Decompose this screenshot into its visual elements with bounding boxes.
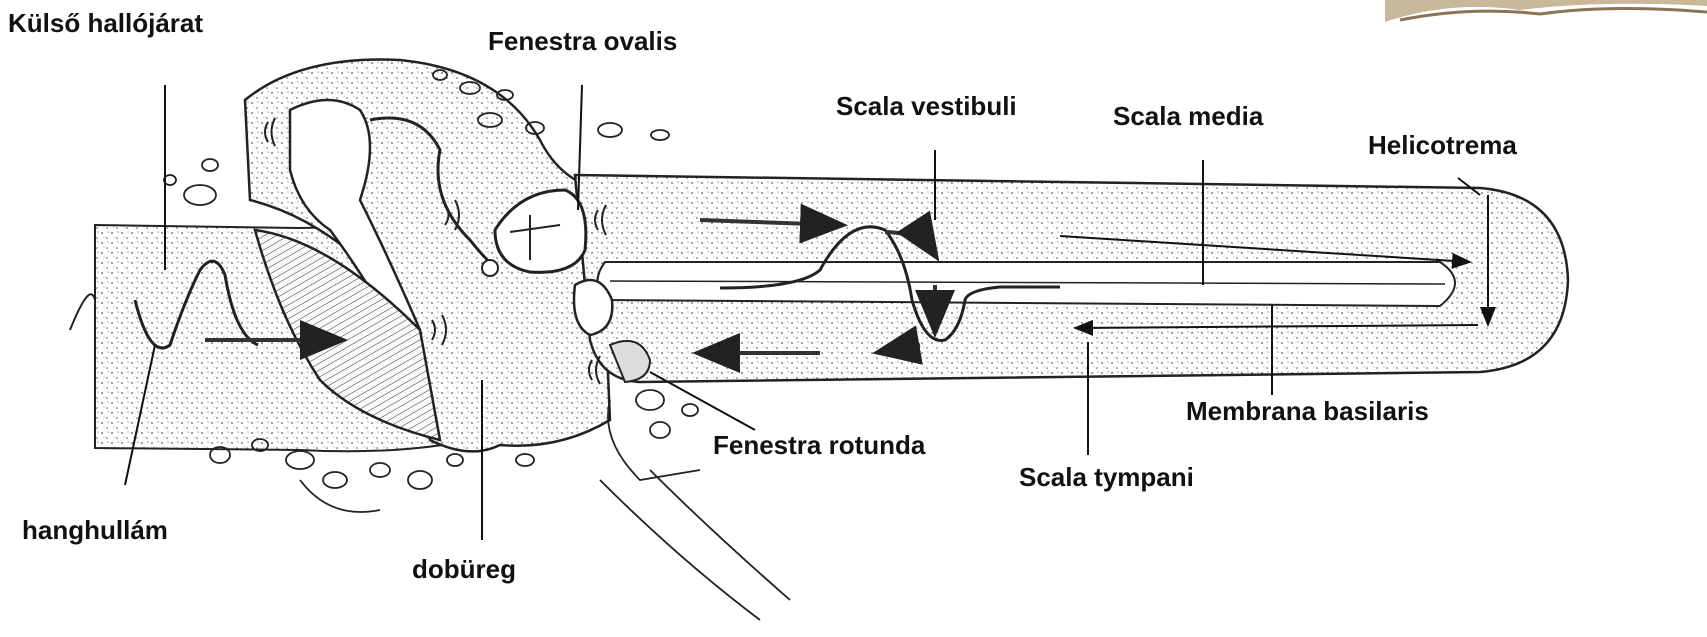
label-hanghullam: hanghullám (22, 517, 168, 543)
label-membrana-basilaris: Membrana basilaris (1186, 398, 1429, 424)
label-scala-media: Scala media (1113, 103, 1263, 129)
label-fenestra-ovalis: Fenestra ovalis (488, 28, 677, 54)
corner-texture (1385, 0, 1707, 22)
label-helicotrema: Helicotrema (1368, 132, 1517, 158)
label-scala-vestibuli: Scala vestibuli (836, 93, 1017, 119)
label-scala-tympani: Scala tympani (1019, 464, 1194, 490)
label-dobureg: dobüreg (412, 556, 516, 582)
label-fenestra-rotunda: Fenestra rotunda (713, 432, 925, 458)
cochlea (575, 175, 1568, 382)
label-kulso-hallojarat: Külső hallójárat (8, 10, 203, 36)
